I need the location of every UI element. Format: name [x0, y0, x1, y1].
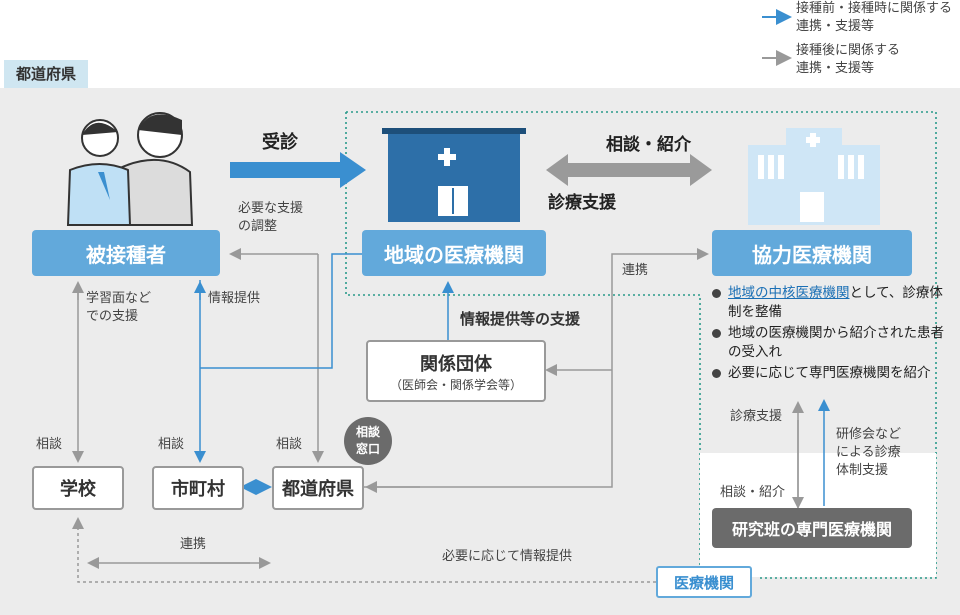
consult-refer-2-label: 相談・紹介 — [720, 485, 786, 500]
cooperating-hospital-node[interactable]: 協力医療機関 — [712, 230, 912, 276]
related-organization-node[interactable]: 関係団体 （医師会・関係学会等） — [366, 340, 546, 402]
consult-refer-label: 相談・紹介 — [606, 135, 691, 155]
cooperation-label: 連携 — [622, 263, 649, 278]
school-node[interactable]: 学校 — [32, 466, 124, 510]
consult-window[interactable]: 相談 窓口 — [355, 425, 380, 456]
role-text: 地域の医療機関から紹介された患者の受入れ — [728, 325, 944, 360]
bullet-dot — [712, 329, 721, 338]
medical-support-2-label: 診療支援 — [730, 409, 783, 424]
clinic-icon — [382, 128, 526, 222]
org-subtitle: （医師会・関係学会等） — [389, 377, 522, 392]
people-illustration — [66, 112, 194, 226]
visit-label: 受診 — [262, 132, 298, 153]
info-support-label: 情報提供等の支援 — [460, 310, 581, 328]
training-label: 研修会など による診療 体制支援 — [836, 427, 902, 478]
legend-pre-label: 接種前・接種時に関係する 連携・支援等 — [796, 1, 953, 34]
research-group-node[interactable]: 研究班の専門医療機関 — [712, 508, 912, 548]
role-item: 地域の中核医療機関として、診療体制を整備 — [712, 284, 952, 322]
role-text: として、診療体制を整備 — [728, 285, 943, 320]
cooperation-bottom-label: 連携 — [180, 537, 207, 552]
learning-support-label: 学習面など での支援 — [86, 291, 152, 324]
bullet-dot — [712, 369, 721, 378]
region-label: 都道府県 — [4, 60, 88, 88]
role-item: 必要に応じて専門医療機関を紹介 — [712, 364, 952, 383]
cooperating-roles-list: 地域の中核医療機関として、診療体制を整備 地域の医療機関から紹介された患者の受入… — [712, 284, 952, 385]
role-text: 必要に応じて専門医療機関を紹介 — [728, 365, 931, 381]
consult-window-circle — [344, 417, 392, 465]
info-provide-label: 情報提供 — [208, 291, 261, 306]
consult-muni-label: 相談 — [158, 437, 185, 452]
medical-institutions-tag: 医療機関 — [656, 566, 752, 598]
consult-school-label: 相談 — [36, 437, 63, 452]
local-clinic-node[interactable]: 地域の医療機関 — [362, 230, 546, 276]
role-highlight[interactable]: 地域の中核医療機関 — [728, 285, 850, 301]
bullet-dot — [712, 289, 721, 298]
info-when-needed-label: 必要に応じて情報提供 — [442, 549, 573, 564]
needed-support-label: 必要な支援 の調整 — [238, 201, 304, 234]
role-item: 地域の医療機関から紹介された患者の受入れ — [712, 324, 952, 362]
legend-post-label: 接種後に関係する 連携・支援等 — [796, 43, 901, 76]
hospital-icon — [748, 128, 880, 225]
prefecture-node[interactable]: 都道府県 — [272, 466, 364, 510]
municipality-node[interactable]: 市町村 — [152, 466, 244, 510]
consult-pref-label: 相談 — [276, 437, 303, 452]
medical-support-label: 診療支援 — [548, 193, 616, 213]
org-title: 関係団体 — [420, 353, 492, 375]
patient-node[interactable]: 被接種者 — [32, 230, 220, 276]
